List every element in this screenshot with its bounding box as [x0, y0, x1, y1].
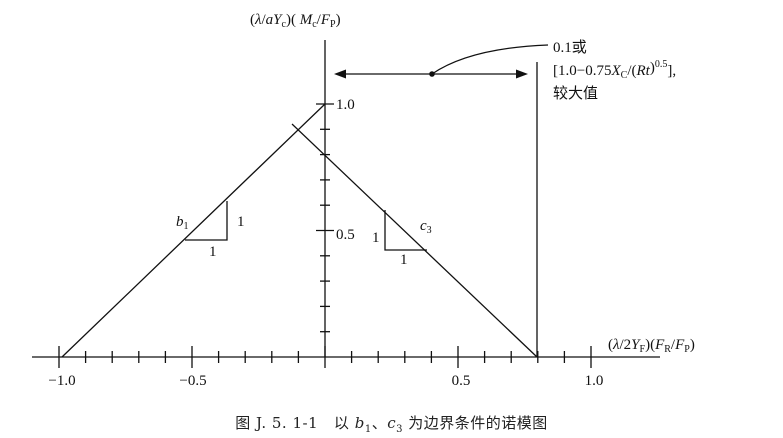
range-arrow-left-head [334, 69, 346, 79]
b1-run-label: 1 [209, 244, 217, 260]
b1-boundary-line [61, 103, 326, 358]
c3-run-label: 1 [400, 252, 408, 268]
x-tick-label: 0.5 [452, 373, 471, 389]
range-arrow-right-head [516, 69, 528, 79]
y-tick-label: 1.0 [336, 97, 355, 113]
c3-rise-label: 1 [372, 230, 380, 246]
x-tick-label: 1.0 [585, 373, 604, 389]
b1-slope-triangle [185, 201, 228, 241]
nomogram-diagram: (λ/aYc)( Mc/FP) (λ/2YF)(FR/FP) −1.0 −0.5… [32, 12, 695, 389]
leader-curve [431, 44, 549, 75]
c3-slope-triangle [384, 210, 427, 251]
x-axis-label: (λ/2YF)(FR/FP) [608, 337, 695, 355]
x-tick-label: −1.0 [48, 373, 75, 389]
c3-label: c3 [420, 218, 432, 236]
figure-caption: 图 J. 5. 1-1 以 b1、c3 为边界条件的诺模图 [235, 414, 548, 435]
y-axis-label: (λ/aYc)( Mc/FP) [250, 12, 341, 30]
c3-boundary-line [291, 123, 538, 358]
y-tick-label: 0.5 [336, 227, 355, 243]
x-tick-label: −0.5 [179, 373, 206, 389]
b1-label: b1 [176, 214, 189, 232]
annotation-line-3: 较大值 [553, 84, 598, 102]
x-axis-ticks [58, 346, 592, 368]
annotation-line-2: [1.0−0.75XC/(Rt)0.5], [553, 59, 676, 81]
annotation-line-1: 0.1或 [553, 39, 587, 56]
b1-rise-label: 1 [237, 214, 245, 230]
